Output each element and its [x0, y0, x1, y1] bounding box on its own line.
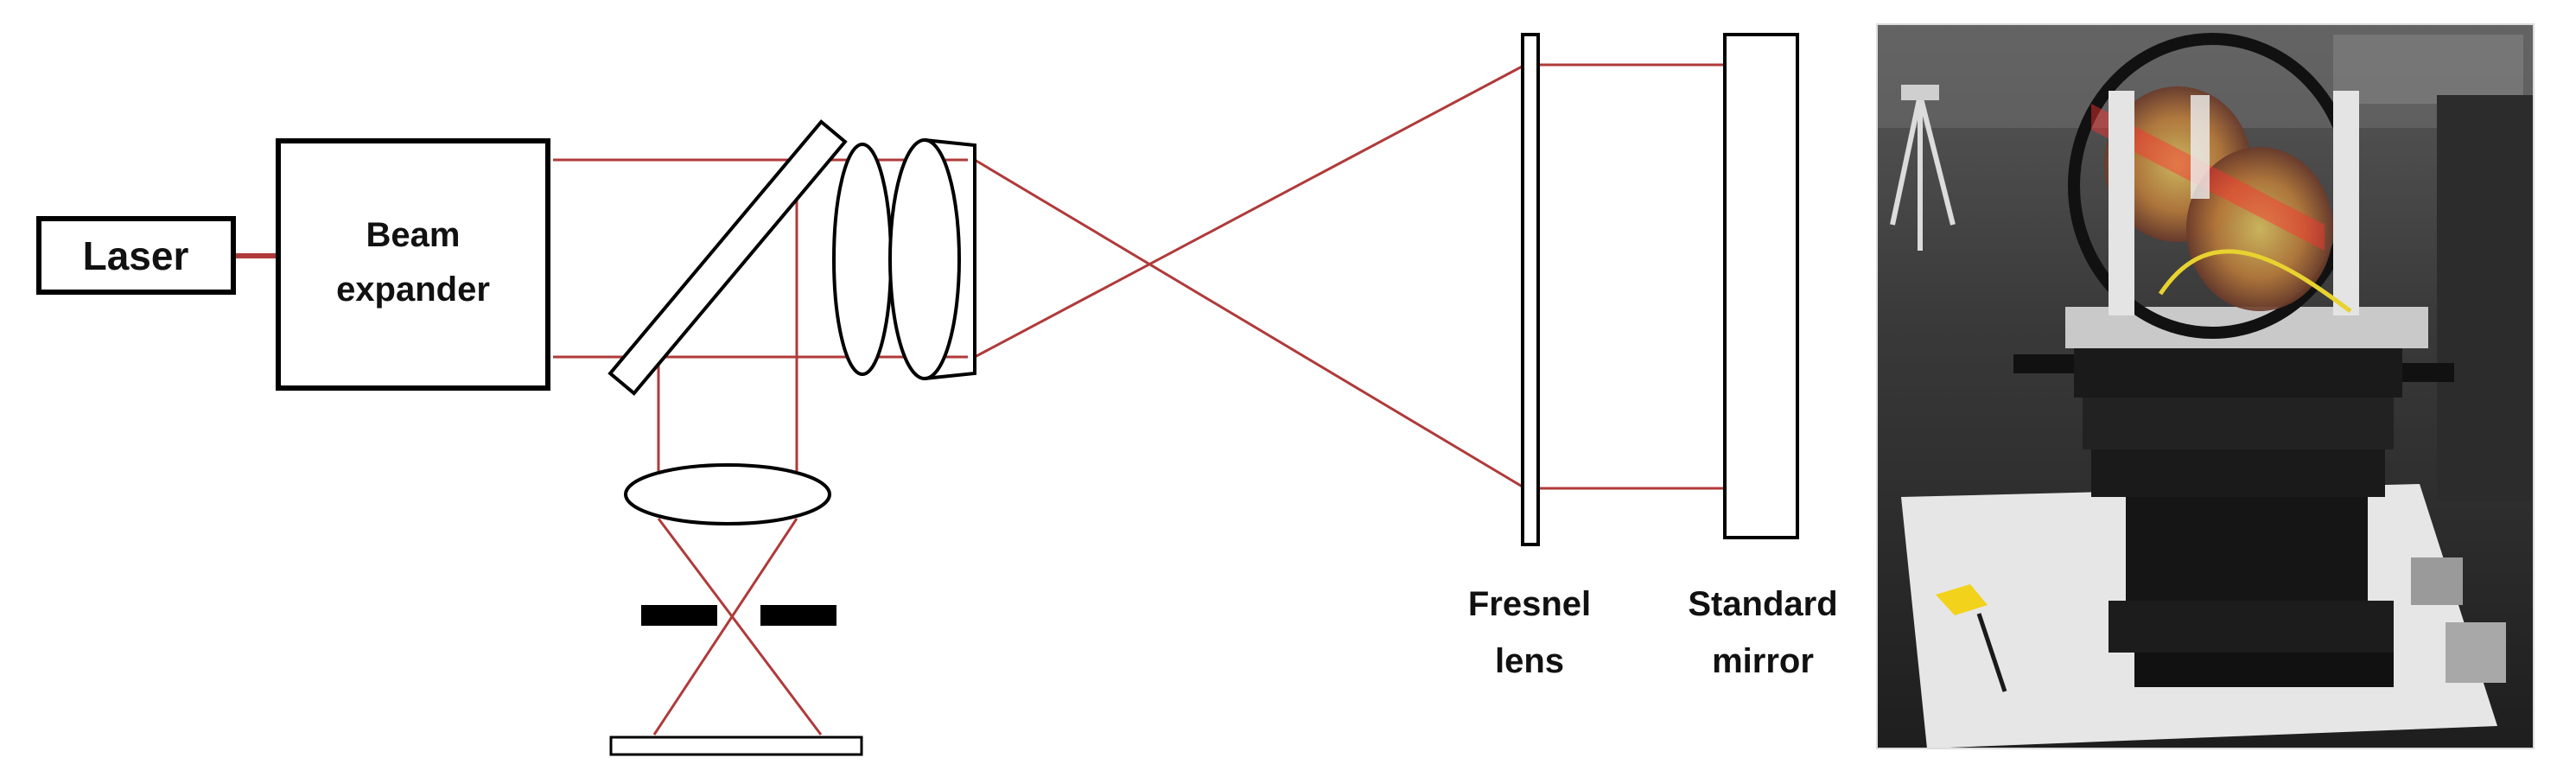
laser-box — [36, 216, 236, 295]
beam-cross-upper — [974, 158, 1526, 490]
lens-mount — [924, 138, 976, 380]
beam-cross-lower — [974, 63, 1526, 359]
laser-label: Laser — [83, 233, 189, 278]
aperture-right — [760, 605, 836, 626]
photo-of-test-setup — [1876, 23, 2535, 749]
mirror-label-line2: mirror — [1712, 642, 1814, 680]
beam-focus-b — [652, 518, 798, 736]
beam-paths — [235, 63, 1725, 736]
lens-2 — [888, 138, 961, 380]
fresnel-label-line2: lens — [1495, 642, 1564, 680]
beam-expander-label-line1: Beam — [366, 216, 461, 254]
beam-splitter-plate — [607, 119, 848, 396]
lens-1 — [832, 143, 893, 376]
beam-focus-a — [657, 518, 823, 736]
fresnel-label-line1: Fresnel — [1468, 585, 1591, 623]
standard-mirror — [1723, 33, 1799, 539]
beam-expander-label-line2: expander — [336, 271, 490, 309]
fresnel-lens — [1521, 33, 1540, 546]
focusing-lens — [624, 463, 831, 525]
detector-plate — [609, 736, 863, 756]
beam-expander-box — [276, 138, 550, 391]
aperture-left — [641, 605, 717, 626]
mirror-label-line1: Standard — [1688, 585, 1837, 623]
